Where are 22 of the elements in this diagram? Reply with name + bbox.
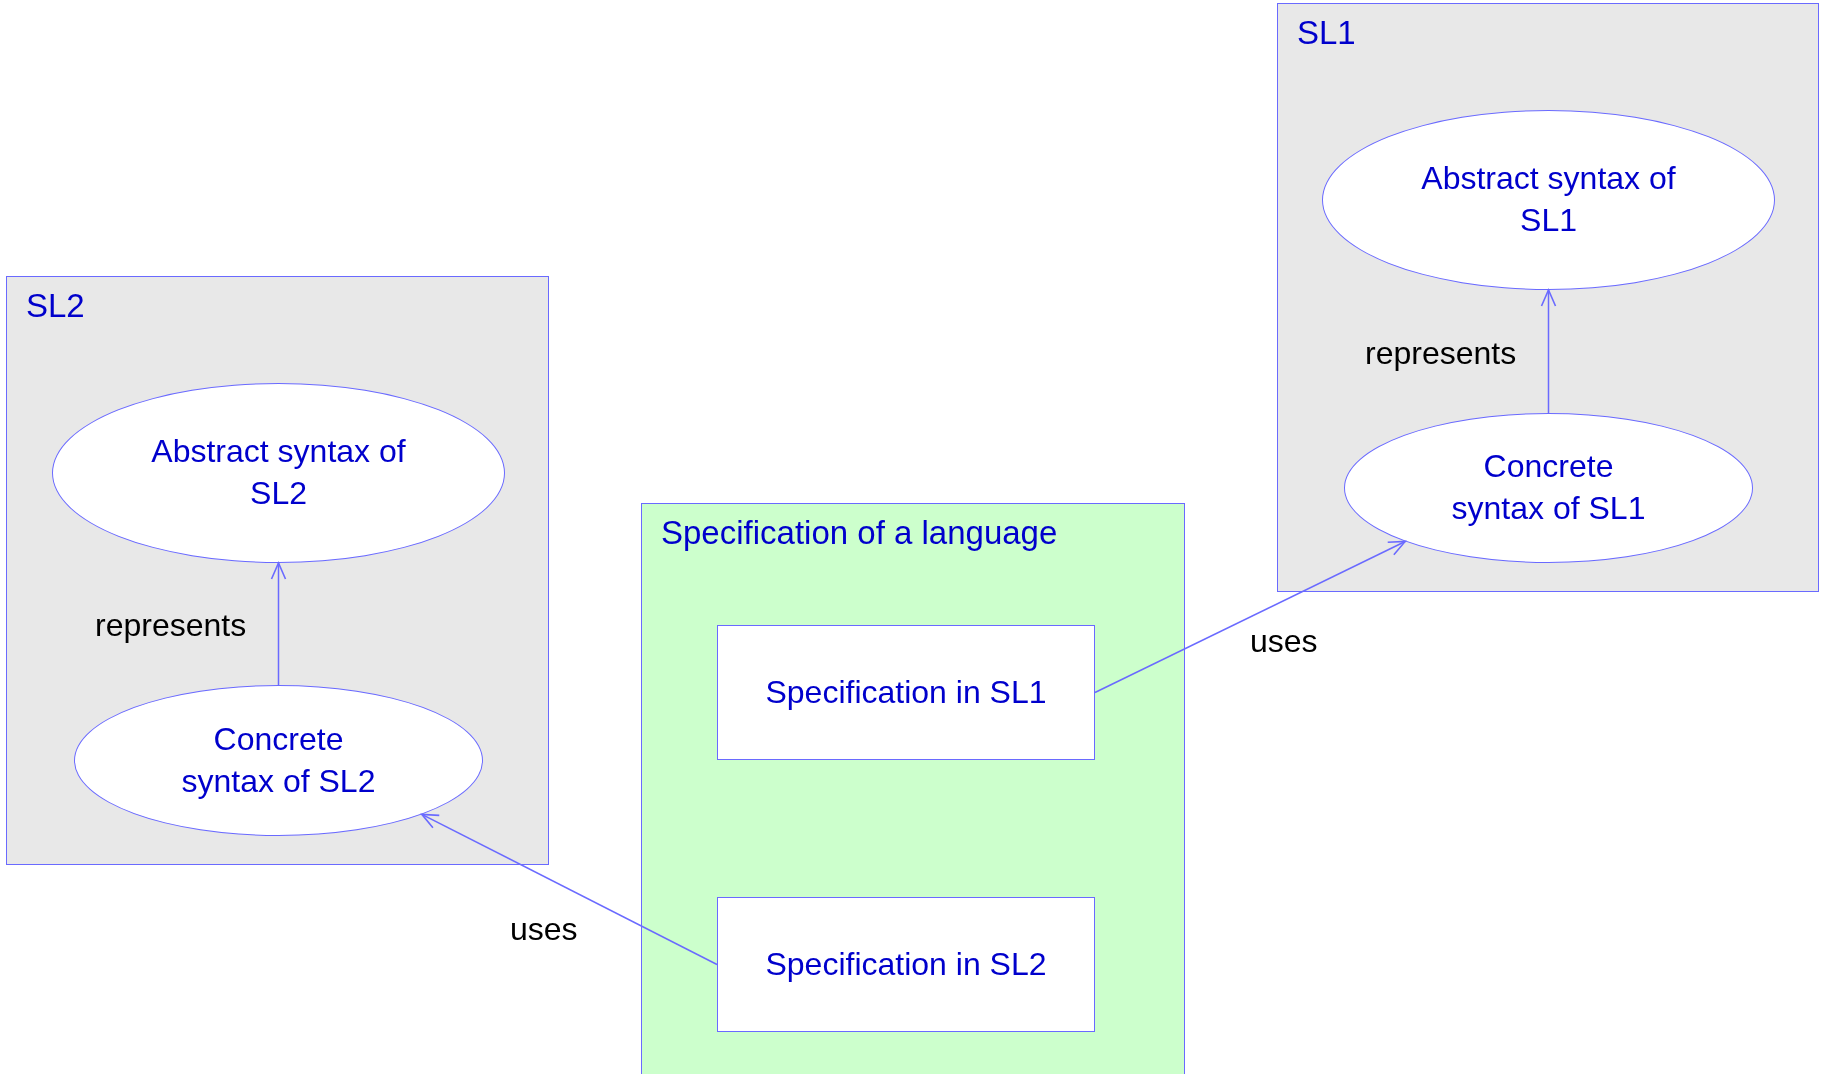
arrow xyxy=(1540,289,1557,414)
edge-label: represents xyxy=(95,607,247,644)
group-title: SL2 xyxy=(26,287,85,325)
group-title: Specification of a language xyxy=(661,514,1058,552)
node-label: Abstract syntax of SL2 xyxy=(150,432,407,513)
edge-label: represents xyxy=(1365,335,1517,372)
edge-label: uses xyxy=(510,911,578,948)
edge-label: uses xyxy=(1250,623,1318,660)
arrow xyxy=(270,562,287,686)
node-label: Concrete syntax of SL2 xyxy=(180,719,377,801)
node-label: Concrete syntax of SL1 xyxy=(1450,447,1647,528)
node-label: Abstract syntax of SL1 xyxy=(1420,159,1677,240)
arrow xyxy=(1094,540,1406,694)
process-box xyxy=(717,625,1095,760)
node-label: Specification in SL1 xyxy=(765,672,1047,712)
group-frame xyxy=(1277,3,1819,592)
process-box xyxy=(717,897,1095,1032)
arrow xyxy=(421,813,718,966)
group-title: SL1 xyxy=(1297,14,1356,52)
group-frame xyxy=(6,276,549,865)
group-frame xyxy=(641,503,1185,1074)
node-label: Specification in SL2 xyxy=(765,944,1047,984)
